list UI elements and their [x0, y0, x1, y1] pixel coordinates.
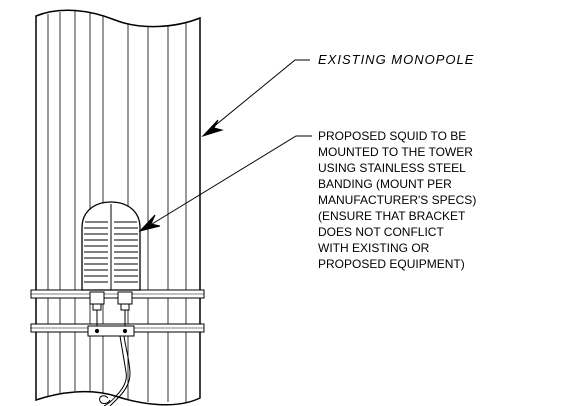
squid-leader-arrowhead [138, 214, 161, 232]
monopole-leader-arrowhead [201, 119, 224, 138]
squid-fins [84, 221, 138, 283]
cable-loop [99, 395, 111, 404]
mounting-bracket [87, 325, 135, 337]
squid-connector-right [117, 291, 133, 305]
squid-note-line: PROPOSED EQUIPMENT) [318, 257, 465, 271]
squid-note-line: WITH EXISTING OR [318, 241, 430, 255]
squid-connector-left [89, 291, 105, 305]
cables [99, 335, 131, 406]
squid-note-line: BANDING (MOUNT PER [318, 177, 452, 191]
squid-note-line: MANUFACTURER'S SPECS) [318, 193, 476, 207]
cable-1 [103, 335, 127, 406]
squid-note-line: MOUNTED TO THE TOWER [318, 145, 473, 159]
squid-leader [138, 135, 312, 232]
squid-note-line: USING STAINLESS STEEL [318, 161, 466, 175]
cable-2 [109, 335, 131, 406]
squid-note-line: DOES NOT CONFLICT [318, 225, 444, 239]
squid-note-line: PROPOSED SQUID TO BE [318, 129, 466, 143]
squid-note: PROPOSED SQUID TO BE MOUNTED TO THE TOWE… [318, 129, 480, 271]
monopole-leader [201, 59, 310, 138]
squid-unit [81, 201, 141, 337]
monopole-outline [35, 9, 201, 406]
squid-note-line: (ENSURE THAT BRACKET [318, 209, 466, 223]
monopole-label: EXISTING MONOPOLE [318, 52, 474, 67]
